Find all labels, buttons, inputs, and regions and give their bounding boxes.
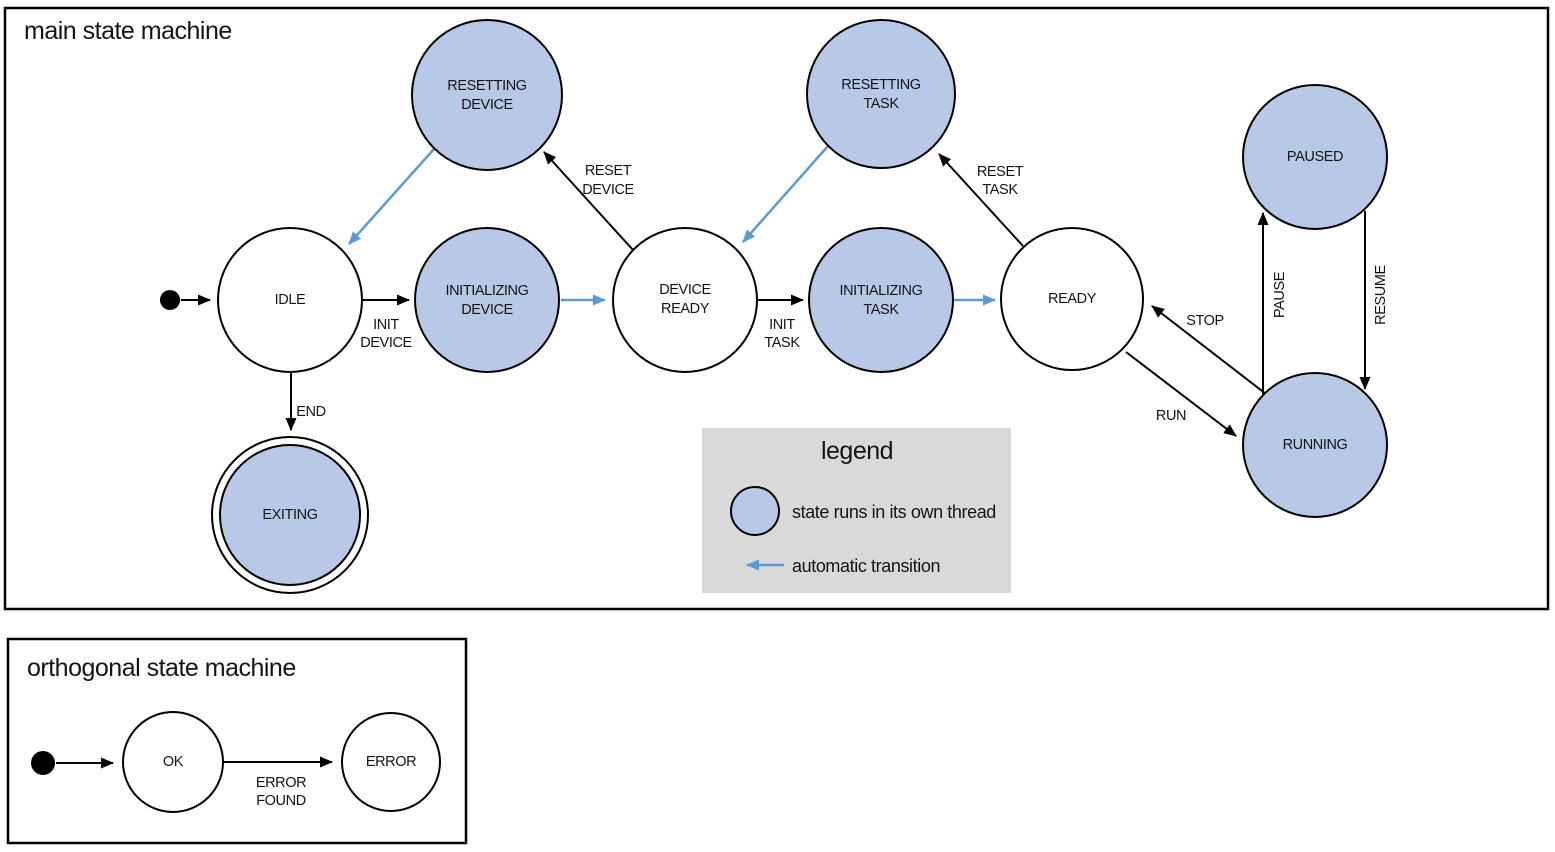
svg-text:DEVICE: DEVICE [360,335,412,351]
state-initializing-task: INITIALIZING TASK [808,227,954,373]
state-device-ready-circle [612,227,758,373]
state-resetting-device: RESETTING DEVICE [411,19,563,171]
state-exiting-inner-circle [219,444,361,586]
state-ready: READY [1000,227,1144,371]
svg-text:RESETTING: RESETTING [447,78,527,94]
orthogonal-initial-state-dot [31,751,55,775]
svg-text:INITIALIZING: INITIALIZING [839,283,922,299]
state-initializing-device: INITIALIZING DEVICE [414,227,560,373]
transition-pause-label: PAUSE [1272,271,1288,318]
state-initializing-device-circle [414,227,560,373]
state-exiting-final: EXITING [211,436,369,594]
state-ready-label: READY [1048,291,1097,307]
svg-text:TASK: TASK [863,96,899,112]
legend-threaded-state-icon [730,486,780,536]
svg-text:ERROR: ERROR [256,775,306,791]
state-idle: IDLE [217,227,363,373]
state-idle-circle [217,227,363,373]
state-ok-circle [122,711,224,813]
svg-text:READY: READY [661,301,710,317]
transition-resume-label: RESUME [1373,264,1389,324]
svg-text:INIT: INIT [373,317,399,333]
svg-text:TASK: TASK [863,302,899,318]
svg-text:DEVICE: DEVICE [461,302,513,318]
main-state-machine: main state machine INIT DEVICE RESET DEV… [3,6,1550,611]
svg-text:INITIALIZING: INITIALIZING [445,283,528,299]
state-running-circle [1242,372,1388,518]
svg-text:DEVICE: DEVICE [461,97,513,113]
transition-end-label: END [296,404,325,420]
state-resetting-task: RESETTING TASK [806,19,956,169]
orthogonal-state-machine: orthogonal state machine ERROR FOUND OK … [6,637,468,845]
state-exiting-label: EXITING [262,507,317,523]
state-resetting-task-circle [806,19,956,169]
transition-stop-arrow [1151,305,1267,395]
svg-text:TASK: TASK [982,182,1018,198]
state-error-circle [341,712,441,812]
state-device-ready: DEVICE READY [612,227,758,373]
state-idle-label: IDLE [275,292,306,308]
state-ok: OK [122,711,224,813]
transition-error-found-label: ERROR FOUND [256,775,307,809]
legend-title: legend [821,437,893,465]
state-paused-circle [1242,84,1388,230]
main-state-machine-title: main state machine [24,17,232,45]
svg-text:FOUND: FOUND [256,793,306,809]
state-ready-circle [1000,227,1144,371]
state-resetting-device-circle [411,19,563,171]
svg-text:RESET: RESET [977,164,1024,180]
main-initial-state-dot [160,290,180,310]
svg-text:DEVICE: DEVICE [659,282,711,298]
state-ok-label: OK [163,754,184,770]
legend-threaded-state-label: state runs in its own thread [792,502,996,522]
transition-reset-task-arrow [938,153,1024,247]
transition-stop-label: STOP [1186,313,1224,329]
transition-reset-device-label: RESET DEVICE [582,163,635,198]
transition-run-label: RUN [1156,408,1186,424]
state-running: RUNNING [1242,372,1388,518]
state-paused-label: PAUSED [1287,149,1343,165]
orthogonal-state-machine-title: orthogonal state machine [27,654,296,682]
state-error-label: ERROR [366,754,416,770]
svg-text:TASK: TASK [764,335,800,351]
transition-init-device-label: INIT DEVICE [360,317,413,351]
legend: legend state runs in its own thread auto… [702,428,1011,593]
svg-text:DEVICE: DEVICE [582,182,634,198]
transition-reset-task-label: RESET TASK [977,164,1024,198]
svg-text:INIT: INIT [769,317,795,333]
state-running-label: RUNNING [1283,437,1348,453]
svg-text:RESET: RESET [585,163,632,179]
legend-auto-transition-label: automatic transition [792,556,940,576]
transition-auto-idle-arrow [348,148,435,245]
transition-init-task-label: INIT TASK [764,317,800,351]
svg-text:RESETTING: RESETTING [841,77,921,93]
transition-reset-device-arrow [543,151,634,251]
state-paused: PAUSED [1242,84,1388,230]
transition-run-arrow [1125,351,1237,437]
state-initializing-task-circle [808,227,954,373]
transition-auto-device-ready2-arrow [742,145,829,243]
state-error: ERROR [341,712,441,812]
